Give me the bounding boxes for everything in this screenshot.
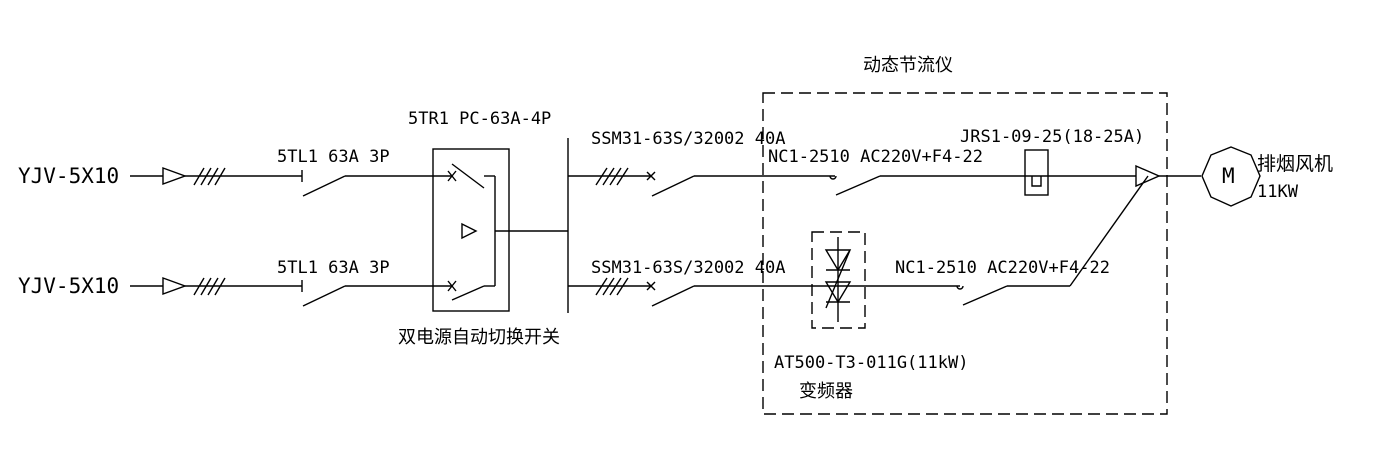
vfd-model-label: AT500-T3-011G(11kW) — [774, 353, 968, 373]
throttle-box — [762, 92, 1168, 415]
cable-count-ticks-top — [193, 167, 226, 186]
thermal-relay — [1024, 149, 1049, 196]
feeder-line-bottom — [130, 277, 303, 295]
ats-name-label: 双电源自动切换开关 — [398, 327, 560, 348]
contactor-bottom — [956, 175, 1149, 306]
contactor-label-bottom: NC1-2510 AC220V+F4-22 — [895, 258, 1110, 278]
breaker-switch-top — [302, 175, 452, 197]
motor-symbol-letter: M — [1222, 164, 1235, 188]
vfd-name-label: 变频器 — [799, 381, 853, 402]
breaker-label-top: 5TL1 63A 3P — [277, 147, 390, 167]
vfd-symbol — [811, 231, 866, 329]
output-line — [1135, 164, 1201, 188]
branch-breaker-label-bottom: SSM31-63S/32002 40A — [591, 258, 785, 278]
feeder-line-top — [130, 167, 303, 185]
breaker-label-bottom: 5TL1 63A 3P — [277, 258, 390, 278]
motor-name-label: 排烟风机 — [1257, 153, 1333, 175]
relay-label: JRS1-09-25(18-25A) — [960, 127, 1144, 147]
motor-power-label: 11KW — [1257, 182, 1299, 202]
cable-label-top: YJV-5X10 — [18, 164, 119, 188]
cable-count-ticks-bottom — [193, 277, 226, 296]
ats-box — [432, 148, 568, 312]
branch-breaker-label-top: SSM31-63S/32002 40A — [591, 129, 785, 149]
contactor-label-top: NC1-2510 AC220V+F4-22 — [768, 147, 983, 167]
cable-label-bottom: YJV-5X10 — [18, 274, 119, 298]
motor-symbol — [1201, 146, 1261, 207]
throttle-box-title: 动态节流仪 — [863, 55, 953, 76]
branch-breaker-bottom — [568, 277, 960, 307]
breaker-switch-bottom — [302, 285, 452, 307]
ats-model-label: 5TR1 PC-63A-4P — [408, 109, 551, 129]
branch-breaker-top — [568, 167, 835, 197]
contactor-top — [829, 175, 1136, 196]
